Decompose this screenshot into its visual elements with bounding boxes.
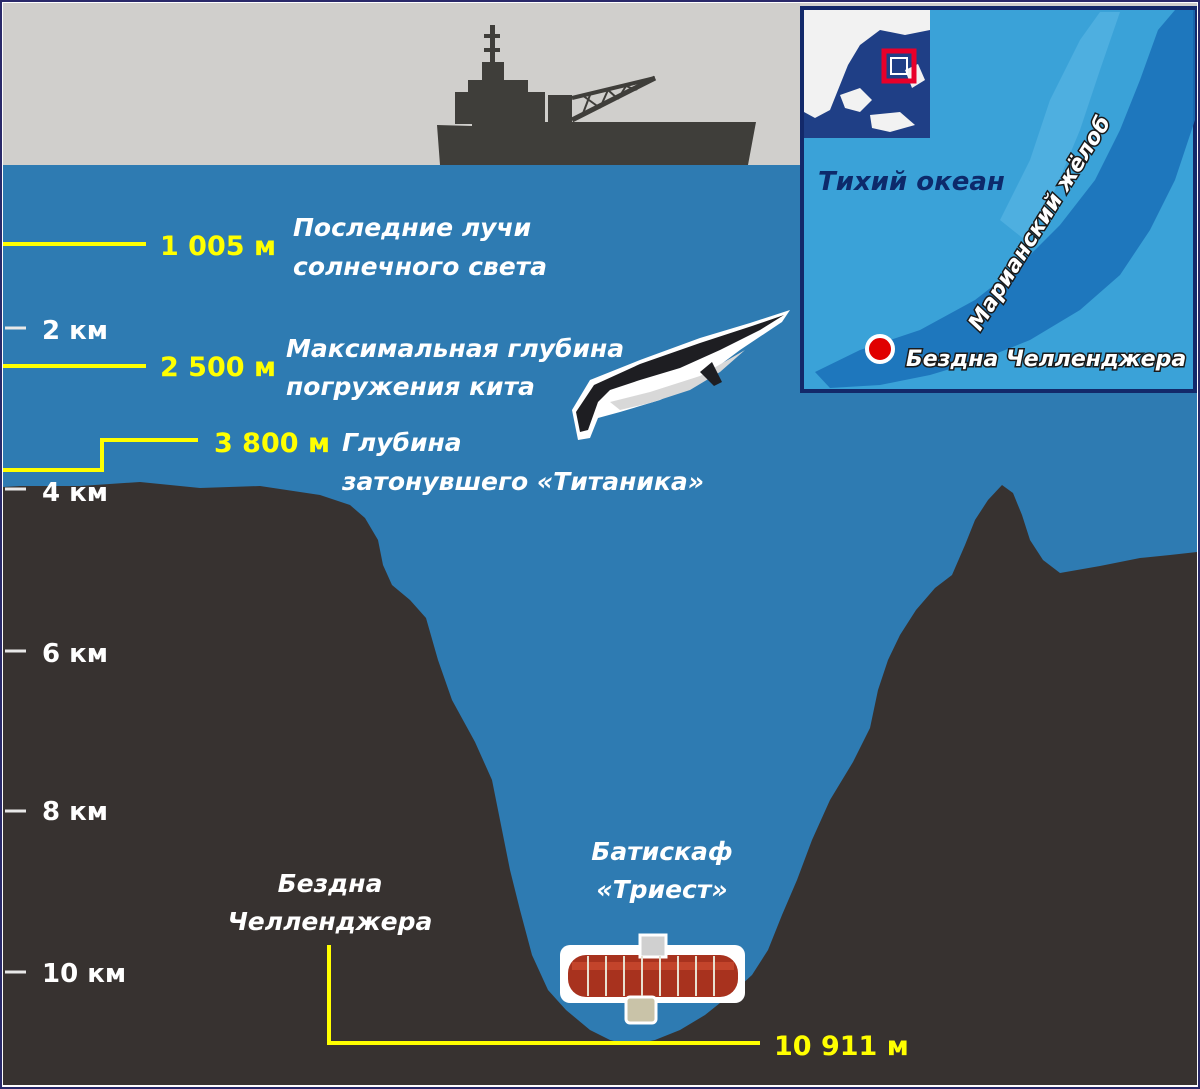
depth-value-titanic: 3 800 м: [214, 428, 330, 459]
marker-line-titanic: [3, 438, 198, 472]
marker-line-challenger: [327, 945, 760, 1045]
caption-sunlight-line2: солнечного света: [293, 252, 547, 281]
ship-icon: [437, 25, 756, 165]
scale-label-10km: 10 км: [42, 959, 126, 989]
challenger-deep-map-label: Бездна Челленджера: [906, 347, 1186, 372]
caption-whale-line2: погружения кита: [286, 372, 535, 401]
seabed: [3, 482, 1197, 1085]
bathyscaphe-label-line2: «Триест»: [596, 875, 727, 904]
scale-label-6km: 6 км: [42, 639, 108, 669]
caption-sunlight-line1: Последние лучи: [293, 213, 531, 242]
caption-challenger-line1: Бездна: [278, 869, 383, 898]
inset-map: Тихий океан Марианский жёлоб Бездна Челл…: [800, 6, 1197, 393]
scale-label-4km: 4 км: [42, 478, 108, 508]
depth-scale: 2 км 4 км 6 км 8 км 10 км: [5, 316, 126, 989]
challenger-deep-marker: [865, 334, 895, 364]
depth-value-challenger: 10 911 м: [774, 1031, 909, 1062]
pacific-ocean-label: Тихий океан: [818, 167, 1005, 197]
caption-titanic-line1: Глубина: [342, 428, 462, 457]
scale-label-8km: 8 км: [42, 797, 108, 827]
whale-icon: [572, 310, 790, 440]
depth-value-whale: 2 500 м: [160, 352, 276, 383]
bathyscaphe-label-line1: Батискаф: [591, 837, 732, 866]
scale-label-2km: 2 км: [42, 316, 108, 346]
location-box: [881, 48, 917, 84]
bathyscaphe-icon: [560, 933, 745, 1025]
depth-value-sunlight: 1 005 м: [160, 231, 276, 262]
caption-whale-line1: Максимальная глубина: [286, 334, 624, 363]
caption-challenger-line2: Челленджера: [228, 907, 433, 936]
caption-titanic-line2: затонувшего «Титаника»: [341, 467, 704, 496]
trench-shape: [815, 10, 1195, 388]
